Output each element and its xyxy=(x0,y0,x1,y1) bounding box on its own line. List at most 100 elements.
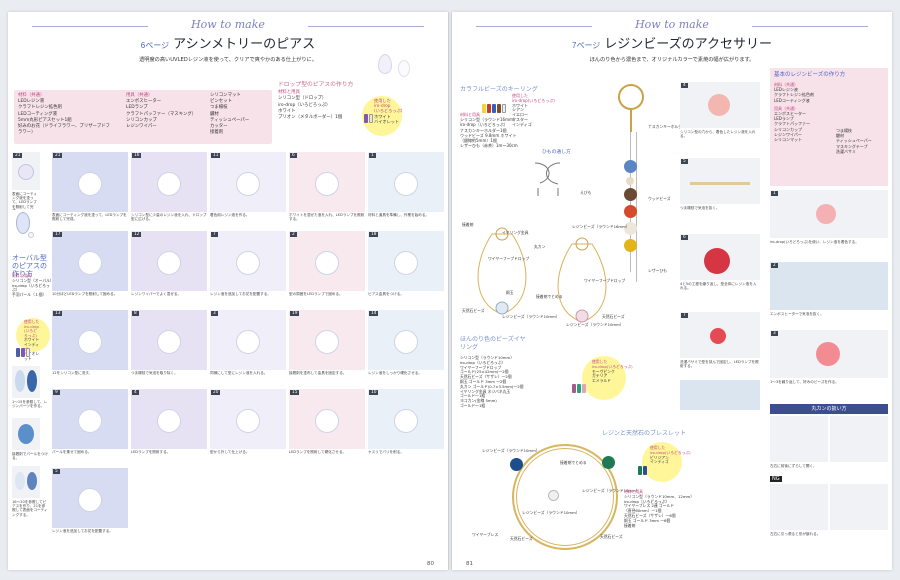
tool-item: つま楊枝 xyxy=(836,128,852,133)
drop-section-title: ドロップ型のピアスの作り方 xyxy=(278,82,354,88)
header-rule-left xyxy=(32,26,148,27)
step-photo xyxy=(289,310,365,374)
tool-item: クラフトパッファー xyxy=(774,121,810,127)
ear-label: 銅玉 xyxy=(506,290,514,295)
resin-piece xyxy=(236,251,260,275)
oval-piece xyxy=(27,370,37,392)
resin-bead xyxy=(816,204,836,224)
step-photo xyxy=(210,152,286,216)
bottle-icon xyxy=(482,104,486,113)
mat-item: ワイヤーブレス 2連 ゴールド xyxy=(624,503,675,509)
wood-bead xyxy=(624,222,637,235)
step-caption: LEDランプを照射する。 xyxy=(131,449,207,465)
drop-section: ドロップ型のピアスの作り方 材料と用具 シリコン型（ドロップ） iro-drop… xyxy=(278,82,444,144)
step-photo xyxy=(210,231,286,295)
resin-piece xyxy=(315,251,339,275)
drop-mat-item: プリオン（メタルボーダー）1個 xyxy=(278,115,343,121)
oval-piece xyxy=(15,370,25,392)
maru-caption: 左右に引っ張ると形が崩れる。 xyxy=(770,532,821,536)
page-ref: 7ページ xyxy=(572,41,601,50)
used-line: 使用した xyxy=(24,319,40,324)
step-caption: パールを乗せて固める。 xyxy=(52,449,128,465)
used-line: iro-drop(いろどろっぷ) xyxy=(512,97,555,103)
keyring-materials: 材料と用具 シリコン型（ラウンド16mm） iro-drop（いろどろっぷ） ナ… xyxy=(460,112,534,148)
used-badge xyxy=(582,356,626,400)
drop-earring-photo-2 xyxy=(398,60,410,77)
mat-head: 材料と用具 xyxy=(624,489,643,494)
key-chain xyxy=(630,108,632,132)
step-caption: 洗濯バサミで型を挟んで固定し、LEDランプを照射する。 xyxy=(680,360,759,369)
label-ebimo: えびも xyxy=(580,190,592,195)
used-badge xyxy=(642,442,682,482)
step-photo-7: 7 xyxy=(680,312,760,358)
step-number: 9 xyxy=(53,390,60,395)
step-photo-3: 3 xyxy=(770,330,888,378)
step-caption: レジン液をしっかり硬化させる。 xyxy=(368,370,444,386)
step-caption: 4と5の工程を繰り返し、型全体にレジン液を入れる。 xyxy=(680,282,757,291)
resin-piece xyxy=(394,172,418,196)
used-line: バイオレット xyxy=(374,118,400,124)
oval-mat-item: iro-drop（いろどろっぷ） xyxy=(12,282,50,293)
key-ring xyxy=(618,84,644,110)
used-line: モーヴピンク xyxy=(592,368,615,374)
mat-item: シリコン型（ラウンド16mm） xyxy=(460,117,517,123)
step-number: 14 xyxy=(369,311,379,316)
bottle-icon xyxy=(21,348,25,357)
base-materials: 材料（共通） LEDレジン液 クラフトレジン拡色剤 LEDコーティング液 用具（… xyxy=(774,82,830,142)
bracelet-section-title: レジンと天然石のブレスレット xyxy=(602,430,687,437)
leather-cord xyxy=(630,132,631,272)
step-number: 8 xyxy=(132,311,139,316)
tool-item: エンボスヒーター xyxy=(126,99,162,105)
used-line: (いろどろっぷ) xyxy=(374,108,403,114)
right-page: How to make 7ページレジンビーズのアクセサリー ほんのり色から濃色ま… xyxy=(452,12,892,570)
earring-materials: シリコン型（ラウンド10mm） iro-drop（いろどろっぷ） ワイヤーフープ… xyxy=(460,355,550,409)
step-number: 13 xyxy=(53,311,63,316)
step-number: 1 xyxy=(369,153,376,158)
materials-box: 材料（共通） LEDレジン液 クラフトレジン拡色剤 LEDコーティング液 5mm… xyxy=(14,90,272,144)
tool-item: 鑢材 xyxy=(210,111,219,117)
resin-bead xyxy=(602,456,615,469)
step-caption: つま楊枝で気泡を取り除く。 xyxy=(131,370,207,386)
page-number: 80 xyxy=(427,561,434,567)
mat-item: LEDコーティング液 xyxy=(774,97,810,103)
step-caption: ヤスリでバリを削る。 xyxy=(368,449,444,465)
bottle-icon xyxy=(487,104,491,113)
tool-item: カッター xyxy=(210,124,228,130)
step-photo xyxy=(289,152,365,216)
step-number: 6 xyxy=(290,153,297,158)
step-caption: 型から外して仕上げる。 xyxy=(210,449,286,465)
tool-item: LEDランプ xyxy=(774,116,794,122)
resin-bead xyxy=(510,458,523,471)
step-number: 18 xyxy=(369,232,379,237)
step-photo-6: 6 xyxy=(680,234,760,280)
resin-bead xyxy=(708,94,730,116)
tool-item: シリコンカップ xyxy=(774,126,802,132)
maru-photo-4 xyxy=(830,484,888,530)
oval-used-text: 使用した iro-drop (いろどろっぷ) ホワイト インディゴ バイオレット xyxy=(24,319,40,361)
how-to-label: How to make xyxy=(191,18,265,31)
bracelet-label: レジンビーズ（ラウンド10mm） xyxy=(482,448,540,453)
step-card: 9 パールを乗せて固める。 xyxy=(52,389,128,465)
earring-section-title: ほんのり色のビーズイヤリング xyxy=(460,336,526,351)
ear-label: 接着剤 xyxy=(462,222,474,227)
tool-head: 用具（共通） xyxy=(774,105,798,111)
knot-diagram xyxy=(534,162,561,196)
mat-item: 天然石ビーズ（サザレ）一6個 xyxy=(624,512,676,518)
resin-piece xyxy=(157,251,181,275)
bracelet-label: レジンビーズ（ラウンド10mm） xyxy=(522,510,580,515)
bottle-icon xyxy=(497,104,501,113)
led-lamp-photo xyxy=(680,380,760,410)
step-caption: 同様にして型にレジン液を入れる。 xyxy=(210,370,286,386)
step-caption: 接着剤を塗布して金具を固定する。 xyxy=(289,370,365,386)
step-photo xyxy=(131,231,207,295)
left-page: How to make 6ページアシンメトリーのピアス 透明度の高いUVLEDレ… xyxy=(8,12,448,570)
ear-label: 天然石ビーズ xyxy=(462,308,485,313)
used-line: シアン xyxy=(512,107,524,113)
oval-earring xyxy=(16,212,30,234)
